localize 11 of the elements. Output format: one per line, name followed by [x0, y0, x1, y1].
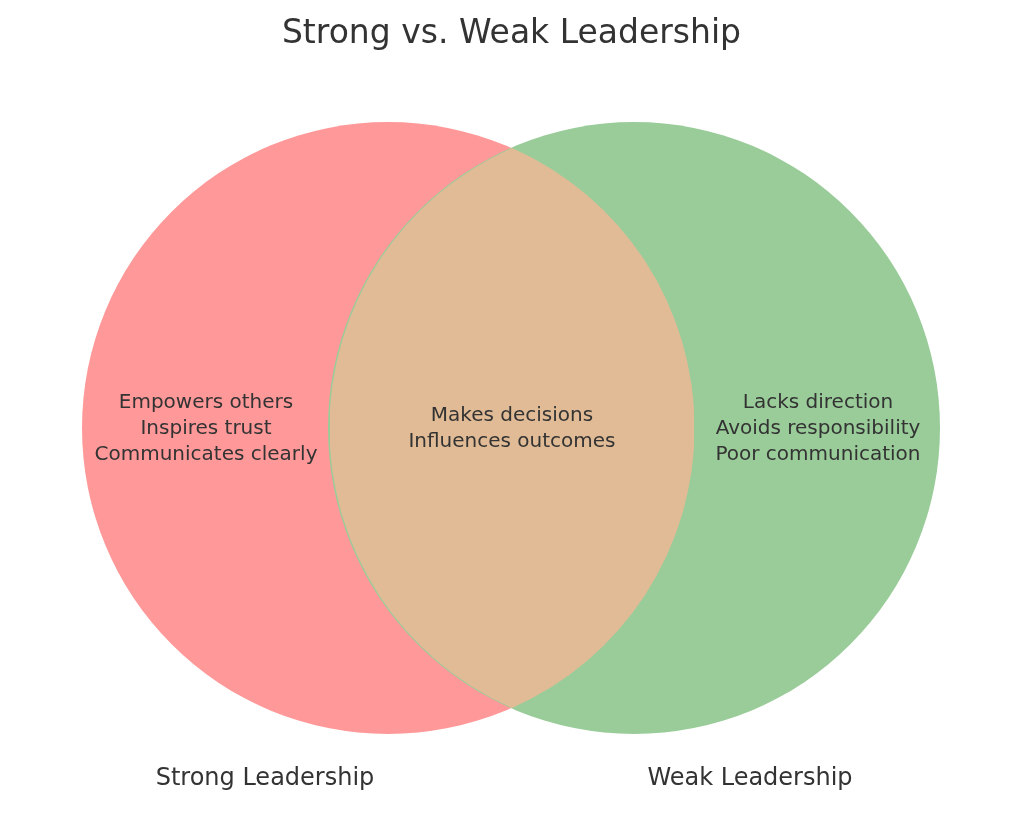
item-text: Inspires trust [140, 414, 272, 440]
item-text: Makes decisions [430, 401, 594, 427]
item-text: Poor communication [715, 440, 921, 466]
item-text: Influences outcomes [408, 427, 616, 453]
set-label: Strong Leadership [155, 762, 375, 793]
set-label: Weak Leadership [647, 762, 853, 793]
item-text: Communicates clearly [94, 440, 318, 466]
item-text: Lacks direction [742, 388, 894, 414]
item-text: Empowers others [118, 388, 294, 414]
title: Strong vs. Weak Leadership [281, 11, 742, 53]
item-text: Avoids responsibility [715, 414, 921, 440]
